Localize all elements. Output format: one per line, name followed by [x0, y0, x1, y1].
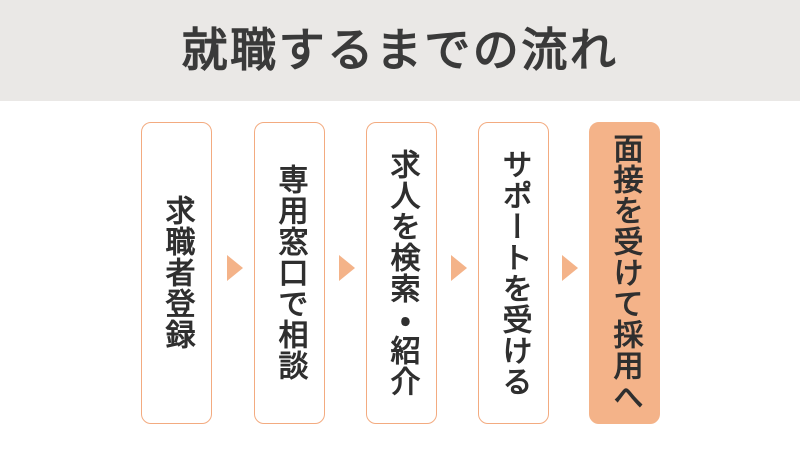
flow-step-label: 求職者登録 [159, 195, 195, 351]
header-band: 就職するまでの流れ [0, 0, 800, 101]
flow-step-1[interactable]: 求職者登録 [141, 122, 212, 424]
flow-step-2[interactable]: 専用窓口で相談 [254, 122, 325, 424]
flow-step-label: 専用窓口で相談 [272, 164, 308, 382]
flow-step-5[interactable]: 面接を受けて採用へ [589, 122, 660, 424]
triangle-right-icon [562, 255, 578, 281]
flow-step-4[interactable]: サポートを受ける [478, 122, 549, 424]
triangle-right-icon [227, 255, 243, 281]
flow-step-3[interactable]: 求人を検索・紹介 [366, 122, 437, 424]
triangle-right-icon [339, 255, 355, 281]
flow-step-label: サポートを受ける [496, 148, 532, 398]
flow-step-label: 面接を受けて採用へ [607, 133, 643, 413]
flow-diagram: 求職者登録 専用窓口で相談 求人を検索・紹介 サポートを受ける 面接を受けて採用へ [0, 101, 800, 450]
triangle-right-icon [451, 255, 467, 281]
page-title: 就職するまでの流れ [181, 22, 619, 77]
flow-step-label: 求人を検索・紹介 [384, 148, 420, 398]
